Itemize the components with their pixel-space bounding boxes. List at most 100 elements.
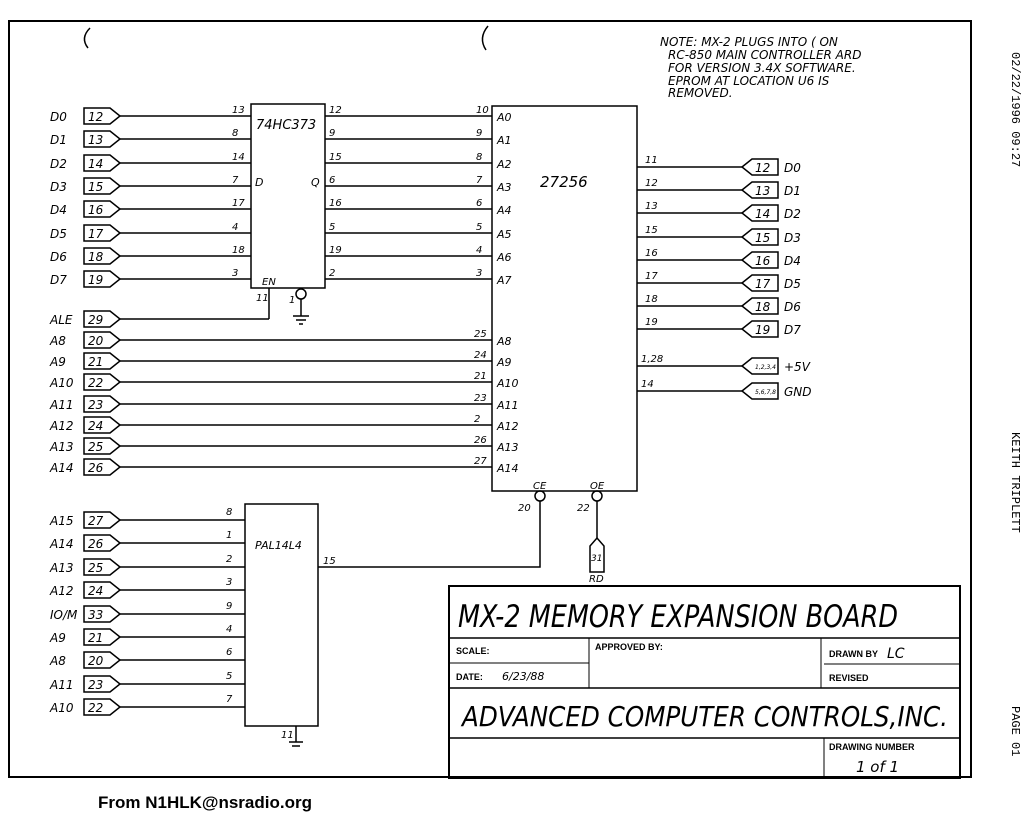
connector-pin-number: 22	[88, 376, 103, 390]
latch-pin-number: 8	[232, 128, 238, 139]
eprom-pin-number: 24	[474, 350, 487, 361]
connector-in	[83, 177, 122, 195]
company-name: ADVANCED COMPUTER CONTROLS,INC.	[460, 700, 948, 733]
eprom-ce-pin: 20	[518, 503, 531, 514]
eprom-pin-number: 17	[645, 271, 658, 282]
signal-label: A14	[49, 537, 73, 551]
connector-pin-number: 19	[88, 273, 103, 287]
pal-pin-number: 6	[226, 647, 232, 658]
latch-pin-number: 16	[329, 198, 342, 209]
connector-pin-number: 27	[88, 514, 104, 528]
eprom-pin-number: 15	[645, 225, 658, 236]
connector-pin-number: 26	[88, 461, 104, 475]
connector-in	[83, 310, 122, 328]
margin-datetime: 02/22/1996 09:27	[1008, 52, 1022, 168]
signal-label: GND	[784, 385, 812, 399]
margin-page: PAGE 01	[1008, 706, 1022, 757]
signal-label: D6	[50, 250, 67, 264]
signal-label: ALE	[49, 313, 73, 327]
latch-pin-number: 13	[232, 105, 245, 116]
hole-punch-mark	[481, 25, 489, 51]
hole-punch-mark	[83, 27, 91, 49]
eprom-address-label: A9	[496, 356, 512, 369]
eprom-address-label: A11	[496, 399, 519, 412]
pal-out-pin: 15	[323, 556, 336, 567]
latch-q-label: Q	[311, 176, 320, 189]
connector-pin-number: 21	[88, 631, 103, 645]
signal-label: IO/M	[50, 608, 78, 622]
latch-pin-number: 19	[329, 245, 342, 256]
connector-out	[740, 204, 779, 222]
connector-pin-number: 23	[88, 398, 103, 412]
rd-label: RD	[589, 574, 604, 585]
latch-gnd-pin: 1	[289, 295, 295, 306]
eprom-pin-number: 8	[476, 152, 482, 163]
eprom-address-label: A3	[496, 181, 512, 194]
note-line: REMOVED.	[668, 86, 733, 100]
pal-pin-number: 8	[226, 507, 232, 518]
eprom-address-label: A8	[496, 335, 512, 348]
pal-pin-number: 7	[226, 694, 233, 705]
signal-label: A11	[49, 678, 73, 692]
signal-label: A12	[49, 584, 73, 598]
connector-out	[740, 158, 779, 176]
eprom-oe-label: OE	[590, 481, 605, 492]
latch-pin-number: 12	[329, 105, 342, 116]
latch-en-pin: 11	[256, 293, 269, 304]
eprom-address-label: A14	[496, 462, 519, 475]
eprom-pin-number: 27	[474, 456, 487, 467]
eprom-pin-number: 21	[474, 371, 487, 382]
eprom-pin-number: 4	[476, 245, 482, 256]
connector-in	[83, 605, 122, 623]
drawn-by-value: LC	[887, 646, 905, 662]
eprom-pin-number: 3	[476, 268, 482, 279]
eprom-ce-label: CE	[533, 481, 547, 492]
eprom-address-label: A7	[496, 274, 512, 287]
latch-74hc373: 74HC373 D Q EN 11 1	[250, 103, 326, 325]
pal-14l4: PAL14L4 15 11	[244, 503, 336, 747]
signal-label: A15	[49, 514, 73, 528]
eprom-pin-number: 19	[645, 317, 658, 328]
date-label: DATE:	[456, 672, 483, 682]
connector-out	[740, 382, 779, 400]
latch-pin-number: 7	[232, 175, 239, 186]
connector-out	[740, 320, 779, 338]
signal-label: A9	[49, 355, 66, 369]
connector-pin-number: 15	[755, 231, 770, 245]
eprom-pin-number: 7	[476, 175, 483, 186]
connector-in	[83, 247, 122, 265]
eprom-pin-number: 16	[645, 248, 658, 259]
signal-label: D1	[50, 133, 67, 147]
scale-label: SCALE:	[456, 646, 490, 656]
title-block: MX-2 MEMORY EXPANSION BOARD SCALE: APPRO…	[448, 585, 961, 779]
signal-label: D5	[784, 277, 801, 291]
pal-part-label: PAL14L4	[255, 539, 302, 552]
signal-label: A10	[49, 376, 74, 390]
connector-pin-number: 5,6,7,8	[755, 389, 776, 396]
connector-pin-number: 26	[88, 537, 104, 551]
connector-in	[83, 628, 122, 646]
signal-label: A10	[49, 701, 74, 715]
connector-pin-number: 22	[88, 701, 103, 715]
signal-label: D1	[784, 184, 801, 198]
latch-en-label: EN	[262, 277, 276, 288]
signal-label: D3	[784, 231, 801, 245]
connector-in	[83, 558, 122, 576]
connector-pin-number: 23	[88, 678, 103, 692]
eprom-pin-number: 6	[476, 198, 482, 209]
latch-d-label: D	[255, 176, 263, 189]
drawn-by-label: DRAWN BY	[829, 649, 878, 659]
eprom-pin-number: 5	[476, 222, 482, 233]
connector-pin-number: 13	[88, 133, 103, 147]
latch-pin-number: 2	[329, 268, 335, 279]
eprom-address-label: A10	[496, 377, 519, 390]
latch-pin-number: 18	[232, 245, 245, 256]
signal-label: D2	[50, 157, 67, 171]
eprom-pin-number: 10	[476, 105, 489, 116]
note: NOTE: MX-2 PLUGS INTO ( ON RC-850 MAIN C…	[660, 35, 861, 100]
signal-label: +5V	[784, 360, 811, 374]
latch-pin-number: 5	[329, 222, 335, 233]
connector-out	[740, 274, 779, 292]
connector-in	[83, 130, 122, 148]
